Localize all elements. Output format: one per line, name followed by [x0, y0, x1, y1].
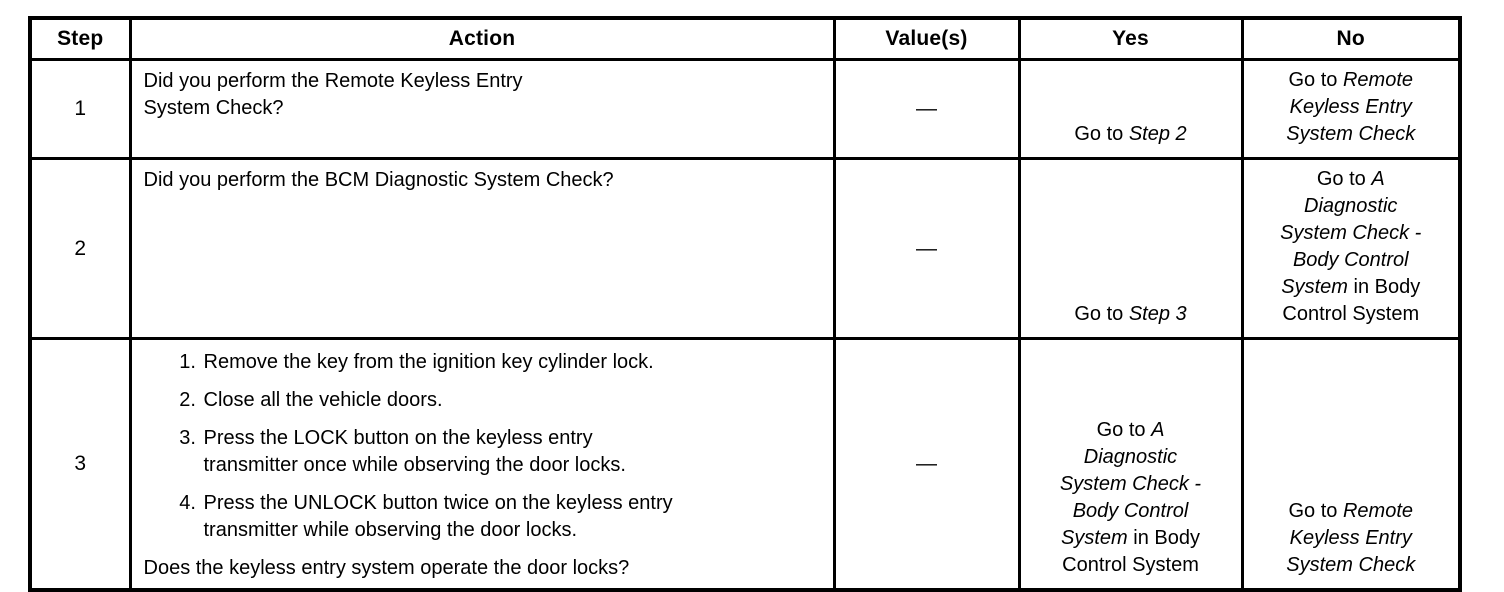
- yes-goto-text-2: Go to: [1074, 302, 1129, 325]
- header-values: Value(s): [832, 16, 1021, 61]
- value-cell-3: —: [832, 336, 1021, 591]
- no-goto-text-2: Go to: [1316, 167, 1372, 190]
- yes-cell-3: Go to A Diagnostic System Check - Body C…: [1017, 336, 1244, 591]
- no-cell-3: Go to Remote Keyless Entry System Check: [1240, 336, 1462, 591]
- table-body: 1 Did you perform the Remote Keyless Ent…: [28, 57, 1462, 591]
- table-row-1: 1 Did you perform the Remote Keyless Ent…: [28, 57, 1462, 160]
- no-goto-text-3: Go to: [1288, 499, 1343, 522]
- diagnostic-table: Step Action Value(s) Yes No 1 Did you pe…: [28, 16, 1462, 592]
- yes-cell-2: Go to Step 3: [1017, 156, 1244, 340]
- action-question: Does the keyless entry system operate th…: [143, 556, 630, 579]
- no-reference-2: A Diagnostic System Check - Body Control…: [1280, 167, 1422, 298]
- header-action: Action: [128, 16, 836, 61]
- yes-reference-2: Step 3: [1128, 302, 1187, 325]
- yes-goto-text-1: Go to: [1074, 122, 1129, 145]
- table-row-2: 2 Did you perform the BCM Diagnostic Sys…: [28, 156, 1462, 340]
- action-cell-2: Did you perform the BCM Diagnostic Syste…: [128, 156, 836, 340]
- header-yes: Yes: [1017, 16, 1244, 61]
- action-step-list: Remove the key from the ignition key cyl…: [144, 349, 817, 544]
- no-reference-suffix-2: in Body Control System: [1282, 275, 1421, 325]
- yes-reference-1: Step 2: [1128, 122, 1187, 145]
- action-cell-1: Did you perform the Remote Keyless Entry…: [128, 57, 836, 160]
- yes-goto-text-3: Go to: [1096, 418, 1152, 441]
- step-cell-2: 2: [28, 156, 132, 340]
- action-list-item-1: Remove the key from the ignition key cyl…: [202, 349, 817, 376]
- step-cell-3: 3: [28, 336, 132, 591]
- no-reference-1: Remote Keyless Entry System Check: [1286, 68, 1416, 145]
- header-no: No: [1240, 16, 1462, 61]
- table-header: Step Action Value(s) Yes No: [28, 16, 1462, 61]
- header-row: Step Action Value(s) Yes No: [28, 16, 1462, 61]
- yes-reference-3: A Diagnostic System Check - Body Control…: [1059, 418, 1202, 549]
- no-cell-2: Go to A Diagnostic System Check - Body C…: [1240, 156, 1462, 340]
- action-list-item-2: Close all the vehicle doors.: [202, 387, 817, 414]
- action-list-item-4: Press the UNLOCK button twice on the key…: [202, 490, 817, 544]
- value-cell-2: —: [832, 156, 1021, 340]
- yes-cell-1: Go to Step 2: [1017, 57, 1244, 160]
- value-cell-1: —: [832, 57, 1021, 160]
- table-row-3: 3 Remove the key from the ignition key c…: [28, 336, 1462, 591]
- yes-reference-suffix-3: in Body Control System: [1062, 526, 1200, 576]
- no-cell-1: Go to Remote Keyless Entry System Check: [1240, 57, 1462, 160]
- action-cell-3: Remove the key from the ignition key cyl…: [128, 336, 836, 591]
- action-list-item-3: Press the LOCK button on the keyless ent…: [202, 425, 817, 479]
- step-cell-1: 1: [28, 57, 132, 160]
- no-goto-text-1: Go to: [1288, 68, 1343, 91]
- no-reference-3: Remote Keyless Entry System Check: [1286, 499, 1416, 576]
- header-step: Step: [28, 16, 132, 61]
